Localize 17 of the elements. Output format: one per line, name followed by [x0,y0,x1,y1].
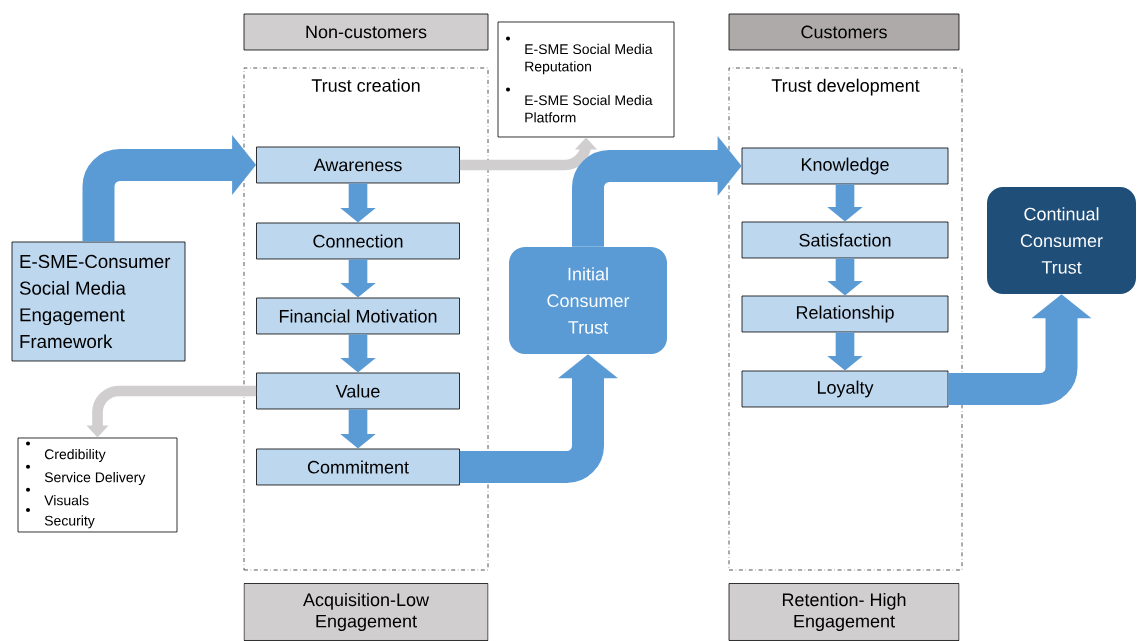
process-box: Relationship [741,295,949,333]
process-box: Financial Motivation [256,297,460,335]
bullet-list-box: E-SME Social Media Reputation E-SME Social Media Platform [497,21,675,138]
header-box: Retention- High Engagement [728,583,960,641]
rounded-box: Continual Consumer Trust [987,187,1136,294]
process-box: Value [256,372,460,410]
process-box: Commitment [256,448,460,486]
process-box: Satisfaction [741,221,949,259]
header-box: Non-customers [243,13,489,51]
header-box: Acquisition-Low Engagement [243,583,489,641]
process-box: Loyalty [741,370,949,408]
process-box: Connection [256,222,460,260]
framework-box: E-SME-Consumer Social Media Engagement Framework [11,241,186,362]
process-box: Knowledge [741,147,949,185]
header-box: Customers [728,13,960,51]
process-box: Awareness [256,146,460,184]
bullet-list-box: Credibility Service Delivery Visuals Security [17,437,178,533]
